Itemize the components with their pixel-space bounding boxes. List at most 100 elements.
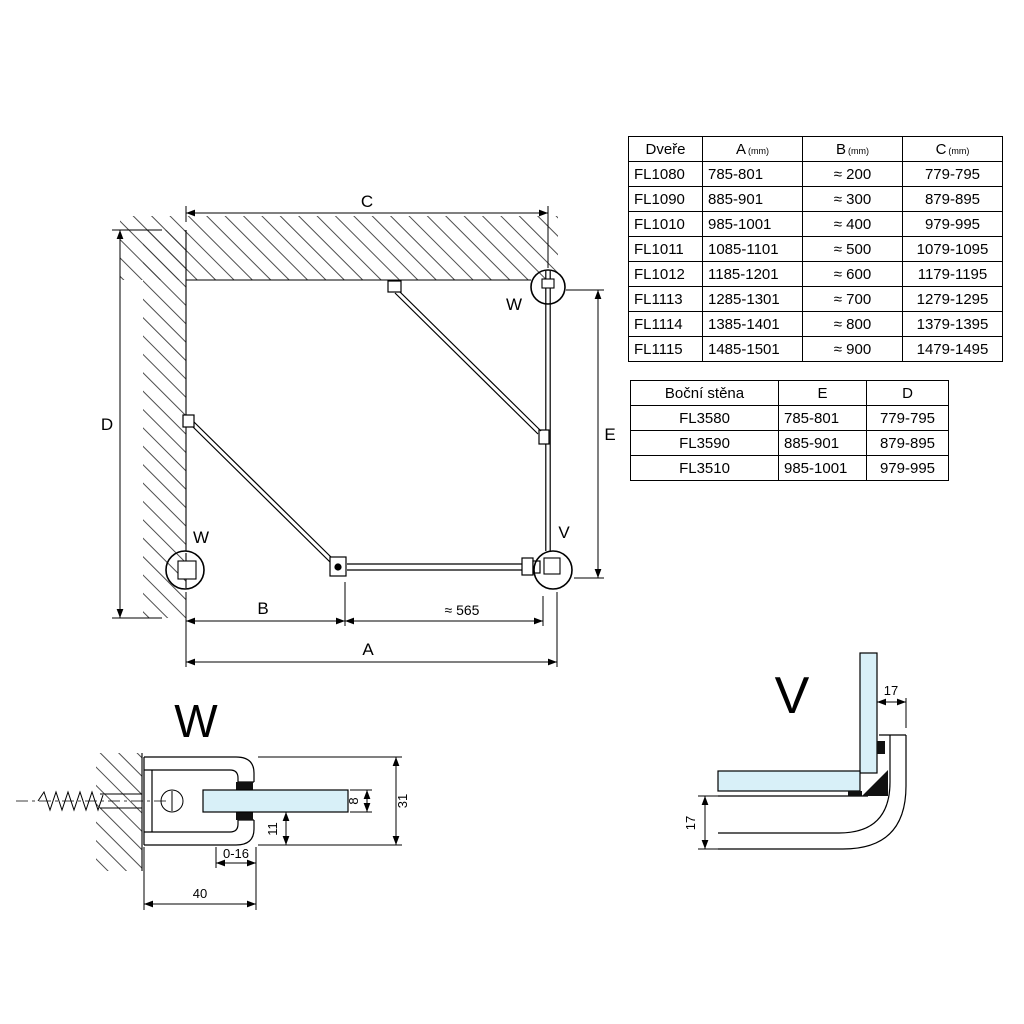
- side-code-cell: FL3590: [630, 430, 779, 456]
- side-col-d: D: [866, 380, 949, 406]
- callout-label-w-top: W: [506, 295, 522, 314]
- dim-label-8: 8: [346, 797, 361, 804]
- dim-label-17-top: 17: [884, 683, 898, 698]
- dim-b-cell: ≈ 500: [802, 236, 903, 262]
- dim-a-cell: 1185-1201: [702, 261, 803, 287]
- wall-bracket-left: [182, 414, 195, 428]
- corner-profile-section: [718, 734, 907, 850]
- callout-circle-w-bottom: [165, 550, 205, 590]
- dim-label-17-side: 17: [683, 816, 698, 830]
- wall-profile-bottom: [177, 553, 197, 588]
- detail-w-dims: 31 8 11 0-16 40: [143, 756, 410, 910]
- dim-e-cell: 885-901: [778, 430, 867, 456]
- door-code-cell: FL1011: [628, 236, 703, 262]
- door-code-cell: FL1115: [628, 336, 703, 362]
- callout-label-w-bottom: W: [193, 528, 209, 547]
- side-header-row: Boční stěna E D: [630, 380, 949, 406]
- dim-d: D: [101, 229, 162, 619]
- dim-b-cell: ≈ 800: [802, 311, 903, 337]
- door-code-cell: FL1090: [628, 186, 703, 212]
- dim-bottom: B ≈ 565 A: [185, 582, 558, 667]
- callout-circle-w-top: [530, 269, 566, 305]
- screw: [16, 789, 184, 813]
- door-end-profile: [521, 557, 534, 576]
- dim-label-c: C: [361, 192, 373, 211]
- dim-b-cell: ≈ 200: [802, 161, 903, 187]
- dim-b-cell: ≈ 300: [802, 186, 903, 212]
- side-code-cell: FL3580: [630, 405, 779, 431]
- dim-label-a: A: [362, 640, 374, 659]
- wall-hatch-section: [96, 753, 142, 871]
- side-panel-glass: [538, 271, 551, 551]
- dim-e: E: [566, 289, 616, 579]
- door-code-cell: FL1114: [628, 311, 703, 337]
- dim-c-cell: 1279-1295: [902, 286, 1003, 312]
- dim-b-cell: ≈ 700: [802, 286, 903, 312]
- detail-v-title: V: [775, 667, 810, 725]
- dim-c-cell: 1479-1495: [902, 336, 1003, 362]
- gasket-top: [236, 782, 253, 790]
- corner-gasket-bottom: [848, 791, 862, 796]
- dim-b-cell: ≈ 400: [802, 211, 903, 237]
- callout-circle-v: [533, 550, 573, 590]
- detail-w: W 31: [16, 695, 410, 910]
- dim-c-cell: 1079-1095: [902, 236, 1003, 262]
- panel-clamp: [538, 429, 550, 445]
- door-open-position-upper: [387, 280, 542, 435]
- door-code-cell: FL1113: [628, 286, 703, 312]
- dim-a-cell: 885-901: [702, 186, 803, 212]
- wall-hatch-left: [143, 230, 186, 618]
- screw-thread: [37, 790, 104, 812]
- side-col-name: Boční stěna: [630, 380, 779, 406]
- dim-a-cell: 985-1001: [702, 211, 803, 237]
- dim-label-11: 11: [265, 822, 280, 836]
- dim-label-b: B: [257, 599, 268, 618]
- callout-label-v: V: [558, 523, 570, 542]
- door-code-cell: FL1080: [628, 161, 703, 187]
- dim-e-cell: 985-1001: [778, 455, 867, 481]
- doors-col-b: B(mm): [802, 136, 903, 162]
- dim-a-cell: 785-801: [702, 161, 803, 187]
- dim-c-cell: 779-795: [902, 161, 1003, 187]
- dim-label-d: D: [101, 415, 113, 434]
- corner-gasket-top: [877, 741, 885, 754]
- dim-d-cell: 879-895: [866, 430, 949, 456]
- plan-view: C D E: [101, 192, 616, 667]
- wall-profile-top: [541, 278, 555, 289]
- dim-c-cell: 1179-1195: [902, 261, 1003, 287]
- glass-panel-section: [202, 789, 349, 813]
- vertical-glass-section: [859, 652, 878, 774]
- dim-c-cell: 879-895: [902, 186, 1003, 212]
- dim-b-cell: ≈ 600: [802, 261, 903, 287]
- wall-bracket-top: [387, 280, 402, 293]
- door-open-position-lower: [182, 414, 334, 563]
- wall-hatch-top: [120, 216, 558, 280]
- dim-c-cell: 1379-1395: [902, 311, 1003, 337]
- door-closed: [329, 556, 541, 577]
- dim-label-31: 31: [395, 794, 410, 808]
- dim-e-cell: 785-801: [778, 405, 867, 431]
- dim-label-40: 40: [193, 886, 207, 901]
- dim-a-cell: 1085-1101: [702, 236, 803, 262]
- wall-face-lines: [185, 230, 531, 551]
- detail-v: V 17 17: [683, 652, 907, 850]
- horizontal-glass-section: [717, 770, 861, 792]
- dim-label-0-16: 0-16: [223, 846, 249, 861]
- dim-label-door-width: ≈ 565: [445, 602, 480, 618]
- dim-d-cell: 779-795: [866, 405, 949, 431]
- dim-a-cell: 1385-1401: [702, 311, 803, 337]
